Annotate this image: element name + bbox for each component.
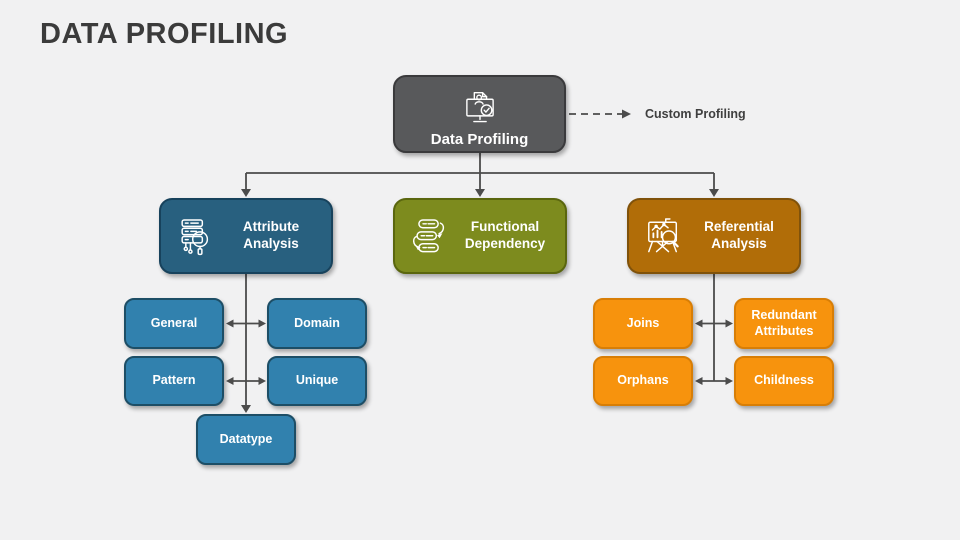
node-label: Attribute Analysis	[242, 219, 300, 251]
node-childness: Childness	[734, 356, 834, 406]
node-label: Datatype	[219, 431, 273, 446]
node-label: Childness	[754, 373, 814, 388]
node-datatype: Datatype	[196, 414, 296, 465]
node-joins: Joins	[593, 298, 693, 349]
node-label: Orphans	[617, 373, 669, 388]
monitor-report-check-icon	[457, 87, 503, 129]
node-label: Data Profiling	[430, 130, 529, 148]
list-cycle-icon	[407, 214, 451, 258]
tree-connector	[245, 153, 715, 190]
node-redundant-attributes: Redundant Attributes	[734, 298, 834, 349]
node-label: Unique	[295, 373, 339, 388]
node-data-profiling: Data Profiling	[393, 75, 566, 153]
node-pattern: Pattern	[124, 356, 224, 406]
node-label: Pattern	[152, 373, 196, 388]
node-label: Referential Analysis	[704, 219, 774, 251]
node-domain: Domain	[267, 298, 367, 349]
node-orphans: Orphans	[593, 356, 693, 406]
node-referential-analysis: Referential Analysis	[627, 198, 801, 274]
node-label: General	[150, 315, 198, 330]
node-label: Domain	[294, 315, 340, 330]
node-label: Redundant Attributes	[751, 307, 817, 338]
database-magnifier-icon	[173, 214, 217, 258]
custom-profiling-label: Custom Profiling	[645, 107, 746, 121]
node-general: General	[124, 298, 224, 349]
presentation-chart-magnifier-icon	[641, 214, 685, 258]
node-functional-dependency: Functional Dependency	[393, 198, 567, 274]
page-title: DATA PROFILING	[40, 18, 289, 50]
node-unique: Unique	[267, 356, 367, 406]
node-label: Joins	[626, 315, 660, 330]
node-label: Functional Dependency	[464, 219, 546, 251]
node-attribute-analysis: Attribute Analysis	[159, 198, 333, 274]
